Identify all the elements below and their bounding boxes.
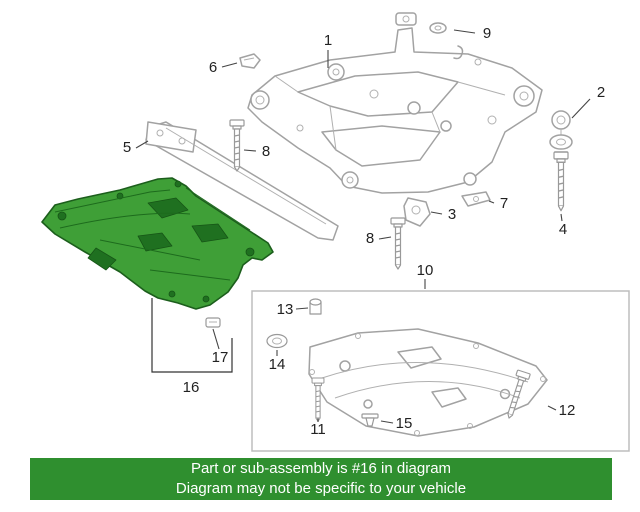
callout-16: 16 xyxy=(183,379,200,396)
clip-part-17 xyxy=(205,317,221,350)
callout-8-center-label: 8 xyxy=(366,230,374,247)
part-16-bracket xyxy=(151,298,233,373)
bracket-part-7 xyxy=(461,191,491,207)
callout-15: 15 xyxy=(380,415,413,432)
washer-part-9 xyxy=(429,22,447,34)
callout-7-label: 7 xyxy=(500,195,508,212)
callout-10-label: 10 xyxy=(417,262,434,279)
callout-6-label: 6 xyxy=(209,59,217,76)
callout-5: 5 xyxy=(123,139,149,156)
banner-line-1: Part or sub-assembly is #16 in diagram xyxy=(190,460,452,477)
info-banner: Part or sub-assembly is #16 in diagram D… xyxy=(30,458,612,500)
grommet-part-14 xyxy=(266,333,288,349)
callout-13: 13 xyxy=(277,301,309,318)
clip-part-6 xyxy=(239,53,261,69)
callout-9: 9 xyxy=(453,25,491,42)
splash-shield-highlighted[interactable] xyxy=(41,177,274,310)
callout-1-label: 1 xyxy=(324,32,332,49)
inset-detail-box xyxy=(251,290,630,452)
callout-5-label: 5 xyxy=(123,139,131,156)
callout-11-label: 11 xyxy=(310,421,326,438)
subframe-assembly xyxy=(145,12,573,270)
bushing-part-2 xyxy=(549,110,573,150)
top-bracket-part xyxy=(395,12,417,26)
callout-12-label: 12 xyxy=(559,402,576,419)
clip-part-15 xyxy=(361,413,379,427)
crossbar-part-5 xyxy=(145,121,339,241)
callout-1: 1 xyxy=(324,32,332,68)
callout-6: 6 xyxy=(209,59,238,76)
callout-4: 4 xyxy=(559,213,567,238)
bolt-8-center xyxy=(390,217,406,270)
callout-8-left-label: 8 xyxy=(262,143,270,160)
callouts: 1 9 6 2 5 8 3 xyxy=(123,25,605,438)
callout-8-left: 8 xyxy=(243,143,270,160)
callout-17-label: 17 xyxy=(212,349,229,366)
callout-2: 2 xyxy=(571,84,605,119)
callout-11: 11 xyxy=(310,418,326,438)
callout-15-label: 15 xyxy=(396,415,413,432)
hook-part xyxy=(453,45,482,66)
callout-14-label: 14 xyxy=(269,356,286,373)
bracket-part-3 xyxy=(403,197,431,227)
callout-9-label: 9 xyxy=(483,25,491,42)
bolt-part-4 xyxy=(553,151,569,212)
pin-part-13 xyxy=(309,298,322,315)
callout-3: 3 xyxy=(430,206,456,223)
parts-diagram: 1 9 6 2 5 8 3 xyxy=(41,12,630,452)
callout-7: 7 xyxy=(488,195,508,212)
banner-line-2: Diagram may not be specific to your vehi… xyxy=(175,480,467,497)
callout-10: 10 xyxy=(417,262,434,289)
callout-4-label: 4 xyxy=(559,221,567,238)
callout-3-label: 3 xyxy=(448,206,456,223)
inset-shield-drawing xyxy=(308,328,548,437)
callout-8-center: 8 xyxy=(366,230,392,247)
callout-12: 12 xyxy=(547,402,576,419)
callout-2-label: 2 xyxy=(597,84,605,101)
callout-16-label: 16 xyxy=(183,379,200,396)
callout-14: 14 xyxy=(269,350,286,373)
callout-13-label: 13 xyxy=(277,301,294,318)
callout-17: 17 xyxy=(212,349,229,366)
